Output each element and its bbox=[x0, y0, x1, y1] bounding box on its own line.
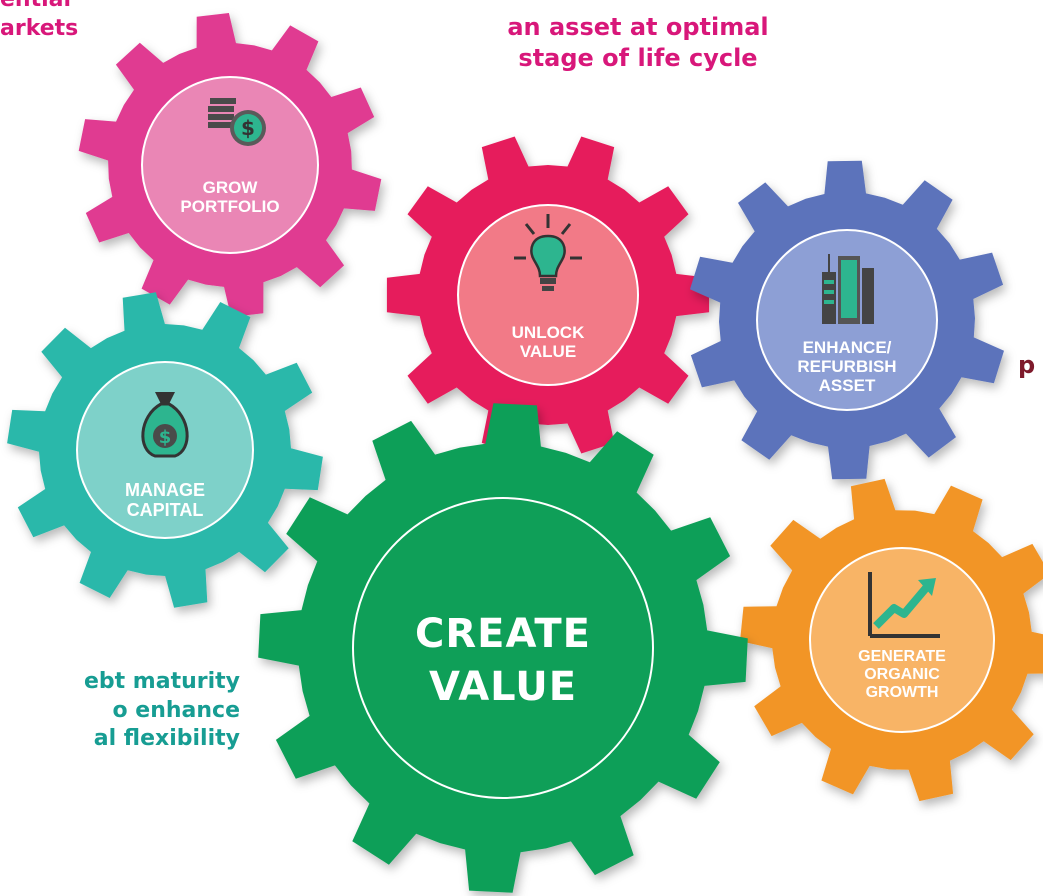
coins-icon: $ bbox=[208, 98, 266, 146]
buildings-icon bbox=[822, 254, 874, 324]
gear-grow-portfolio: $ bbox=[78, 13, 382, 317]
gear-generate-growth bbox=[740, 478, 1043, 802]
gear-create-value-label: CREATE VALUE bbox=[415, 611, 591, 710]
gear-create-value-hub bbox=[353, 498, 653, 798]
money-bag-icon: $ bbox=[141, 392, 189, 458]
gear-manage-capital: $ bbox=[7, 292, 323, 608]
svg-text:$: $ bbox=[241, 116, 255, 140]
gear-generate-growth-hub bbox=[810, 548, 994, 732]
gear-manage-capital-label: MANAGE CAPITAL bbox=[125, 480, 205, 521]
lightbulb-icon bbox=[514, 214, 582, 291]
gear-unlock-value-hub bbox=[458, 205, 638, 385]
gear-grow-portfolio-hub bbox=[142, 77, 318, 253]
caption-top-left: ential arkets bbox=[0, 0, 79, 41]
svg-text:$: $ bbox=[159, 427, 172, 448]
gear-generate-growth-label: GENERATE ORGANIC GROWTH bbox=[858, 648, 946, 701]
gear-unlock-value bbox=[386, 136, 710, 454]
gear-grow-portfolio-label: GROW PORTFOLIO bbox=[180, 178, 280, 217]
gear-enhance-refurbish-label: ENHANCE/ REFURBISH ASSET bbox=[797, 338, 897, 396]
caption-right-mid: p bbox=[1018, 351, 1036, 379]
growth-chart-icon bbox=[868, 572, 940, 638]
gear-create-value bbox=[258, 403, 748, 893]
gear-unlock-value-label: UNLOCK VALUE bbox=[511, 323, 585, 362]
caption-bottom-left: ebt maturity o enhance al flexibility bbox=[83, 669, 240, 752]
caption-top-center: an asset at optimal stage of life cycle bbox=[507, 13, 769, 73]
gear-enhance-refurbish bbox=[690, 160, 1004, 480]
